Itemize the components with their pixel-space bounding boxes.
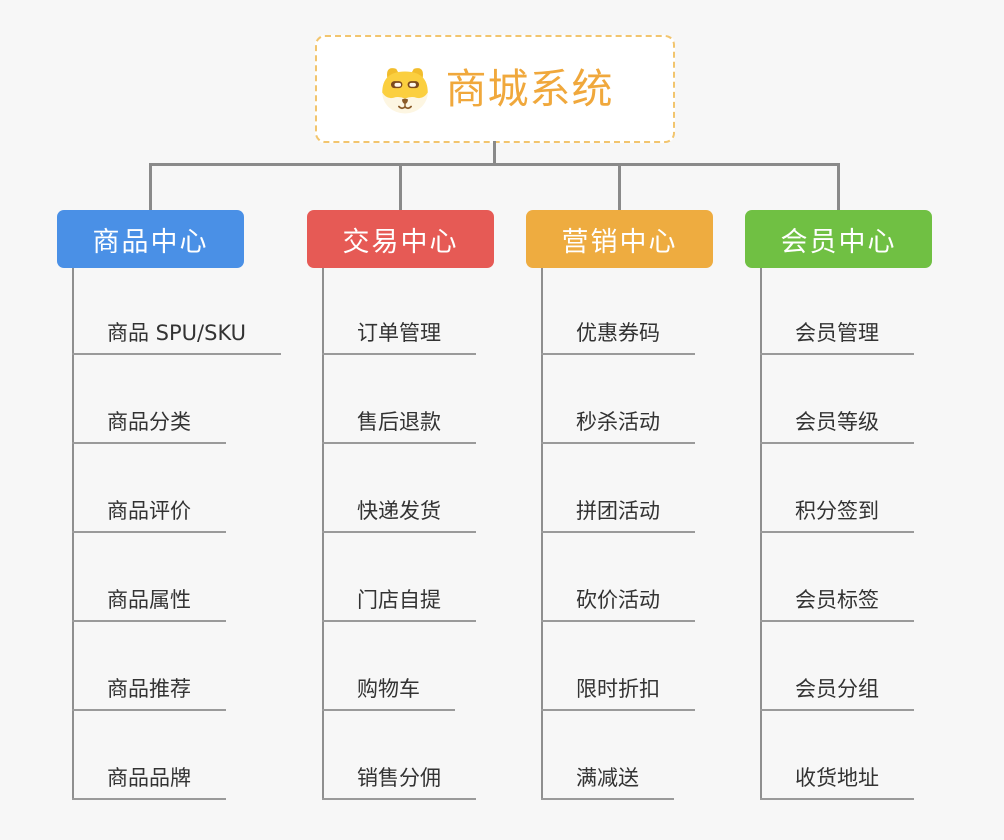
topic-after-sale-refund[interactable]: 售后退款 <box>322 398 476 444</box>
topic-product-category[interactable]: 商品分类 <box>72 398 226 444</box>
topic-flash-sale[interactable]: 秒杀活动 <box>541 398 695 444</box>
connector-drop-marketing <box>618 163 621 211</box>
connector-drop-trade <box>399 163 402 211</box>
branch-trunk-line <box>760 268 762 800</box>
branch-trunk-line <box>541 268 543 800</box>
topic-shopping-cart[interactable]: 购物车 <box>322 665 455 711</box>
topic-product-attribute[interactable]: 商品属性 <box>72 576 226 622</box>
topic-order-management[interactable]: 订单管理 <box>322 309 476 355</box>
branch-member-center: 会员中心 会员管理 会员等级 积分签到 会员标签 会员分组 收货地址 <box>745 210 932 800</box>
topic-member-level[interactable]: 会员等级 <box>760 398 914 444</box>
topic-product-brand[interactable]: 商品品牌 <box>72 754 226 800</box>
topic-sales-commission[interactable]: 销售分佣 <box>322 754 476 800</box>
branch-trade-center: 交易中心 订单管理 售后退款 快递发货 门店自提 购物车 销售分佣 <box>307 210 494 800</box>
topic-product-review[interactable]: 商品评价 <box>72 487 226 533</box>
topic-member-management[interactable]: 会员管理 <box>760 309 914 355</box>
root-title: 商城系统 <box>445 64 614 113</box>
topic-product-recommend[interactable]: 商品推荐 <box>72 665 226 711</box>
branch-trunk-line <box>72 268 74 800</box>
topic-limited-time-discount[interactable]: 限时折扣 <box>541 665 695 711</box>
branch-header-product-center[interactable]: 商品中心 <box>57 210 244 268</box>
topic-store-pickup[interactable]: 门店自提 <box>322 576 476 622</box>
topic-full-reduction[interactable]: 满减送 <box>541 754 674 800</box>
branch-trunk-line <box>322 268 324 800</box>
branch-header-member-center[interactable]: 会员中心 <box>745 210 932 268</box>
branch-header-trade-center[interactable]: 交易中心 <box>307 210 494 268</box>
branch-header-marketing-center[interactable]: 营销中心 <box>526 210 713 268</box>
branch-marketing-center: 营销中心 优惠券码 秒杀活动 拼团活动 砍价活动 限时折扣 满减送 <box>526 210 713 800</box>
topic-coupon-code[interactable]: 优惠券码 <box>541 309 695 355</box>
connector-drop-product <box>149 163 152 211</box>
topic-group-buy[interactable]: 拼团活动 <box>541 487 695 533</box>
branch-product-center: 商品中心 商品 SPU/SKU 商品分类 商品评价 商品属性 商品推荐 商品品牌 <box>57 210 282 800</box>
topic-express-delivery[interactable]: 快递发货 <box>322 487 476 533</box>
topic-shipping-address[interactable]: 收货地址 <box>760 754 914 800</box>
topic-product-spu-sku[interactable]: 商品 SPU/SKU <box>72 309 282 355</box>
connector-horizontal-bar <box>149 163 840 166</box>
topic-bargain-activity[interactable]: 砍价活动 <box>541 576 695 622</box>
topic-member-group[interactable]: 会员分组 <box>760 665 914 711</box>
shiba-dog-icon <box>377 61 433 117</box>
connector-root-stub <box>493 141 496 165</box>
topic-points-checkin[interactable]: 积分签到 <box>760 487 914 533</box>
connector-drop-member <box>837 163 840 211</box>
root-node-mall-system[interactable]: 商城系统 <box>315 35 675 143</box>
topic-member-tag[interactable]: 会员标签 <box>760 576 914 622</box>
